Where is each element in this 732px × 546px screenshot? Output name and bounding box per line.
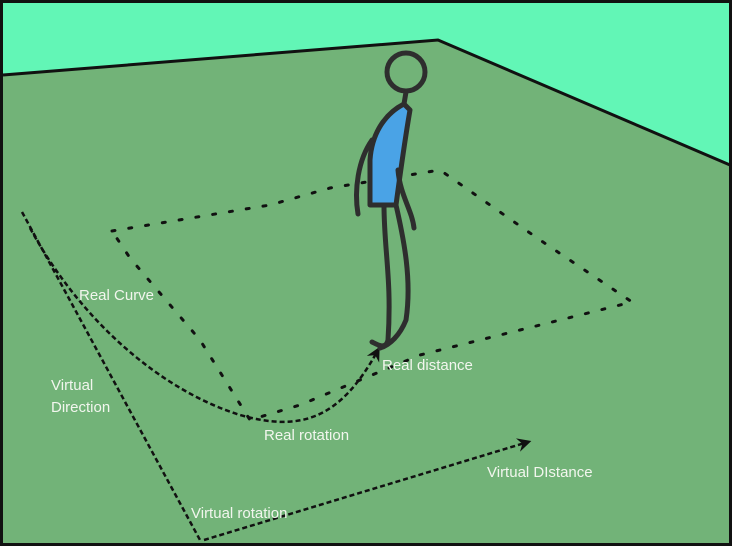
figure-leg-right	[377, 202, 411, 351]
floor-edge	[2, 38, 731, 167]
real-curve-label: Real Curve	[79, 287, 154, 304]
real-path-loop	[109, 168, 636, 422]
real-distance-label: Real distance	[382, 357, 473, 374]
figure-leg-left	[369, 202, 392, 349]
virtual-direction-line	[20, 211, 202, 541]
floor-plane	[3, 40, 730, 543]
virtual-direction-label-line2: Direction	[51, 399, 110, 416]
figure-front-arm	[395, 167, 417, 231]
stick-figure-icon	[354, 50, 428, 351]
virtual-distance-arrow	[203, 438, 532, 542]
real-rotation-label: Real rotation	[264, 427, 349, 444]
virtual-direction-label-line1: Virtual	[51, 377, 93, 394]
real-curve-path	[28, 227, 380, 424]
virtual-rotation-label: Virtual rotation	[191, 505, 287, 522]
figure-back-arm	[354, 137, 375, 217]
virtual-distance-label: Virtual DIstance	[487, 464, 593, 481]
